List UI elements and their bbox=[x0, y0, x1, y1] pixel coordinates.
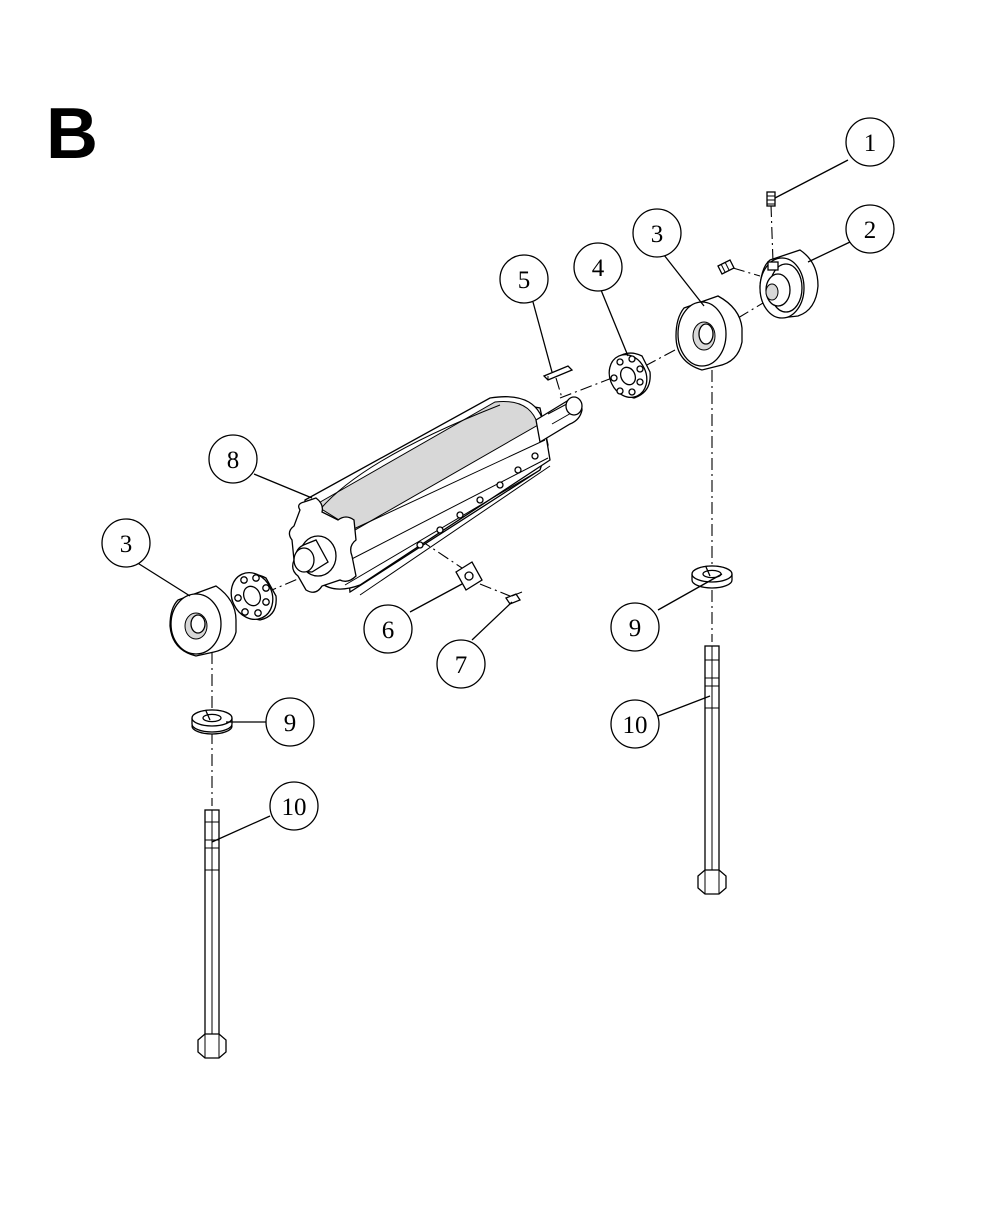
callout-label: 1 bbox=[864, 130, 877, 157]
callout-label: 3 bbox=[120, 531, 133, 558]
bearing-block-left bbox=[169, 585, 237, 657]
leader-lines bbox=[135, 159, 851, 843]
callout-label: 2 bbox=[864, 217, 877, 244]
callout-2: 2 bbox=[845, 204, 895, 254]
callout-label: 6 bbox=[382, 617, 395, 644]
callout-3-right: 3 bbox=[632, 208, 682, 258]
lock-washer-right bbox=[691, 565, 733, 589]
callout-label: 9 bbox=[629, 615, 642, 642]
callout-1: 1 bbox=[845, 117, 895, 167]
bearing-right bbox=[608, 352, 651, 399]
cutterhead bbox=[288, 396, 583, 596]
callout-10-right: 10 bbox=[610, 699, 660, 749]
clip-plate bbox=[455, 561, 483, 591]
callout-5: 5 bbox=[499, 254, 549, 304]
callout-10-left: 10 bbox=[269, 781, 319, 831]
callout-label: 5 bbox=[518, 267, 531, 294]
callout-label: 9 bbox=[284, 710, 297, 737]
callout-9-left: 9 bbox=[265, 697, 315, 747]
section-letter: B bbox=[46, 94, 98, 174]
bearing-block-right bbox=[675, 295, 743, 371]
callout-label: 7 bbox=[455, 652, 468, 679]
callout-label: 3 bbox=[651, 221, 664, 248]
key bbox=[542, 365, 574, 399]
bolt-right bbox=[697, 645, 727, 895]
bearing-left bbox=[230, 572, 277, 621]
callout-6: 6 bbox=[363, 604, 413, 654]
callout-label: 10 bbox=[282, 794, 307, 821]
callout-label: 8 bbox=[227, 447, 240, 474]
lock-washer-left bbox=[191, 709, 233, 735]
callout-label: 10 bbox=[623, 712, 648, 739]
callout-8: 8 bbox=[208, 434, 258, 484]
callout-label: 4 bbox=[592, 255, 605, 282]
callout-7: 7 bbox=[436, 639, 486, 689]
bolt-left bbox=[197, 809, 227, 1059]
set-screw bbox=[766, 191, 776, 207]
pulley-set-screw bbox=[717, 259, 735, 275]
screw bbox=[505, 591, 523, 605]
callout-9-right: 9 bbox=[610, 602, 660, 652]
callout-4: 4 bbox=[573, 242, 623, 292]
pulley bbox=[759, 249, 819, 319]
callout-3-left: 3 bbox=[101, 518, 151, 568]
